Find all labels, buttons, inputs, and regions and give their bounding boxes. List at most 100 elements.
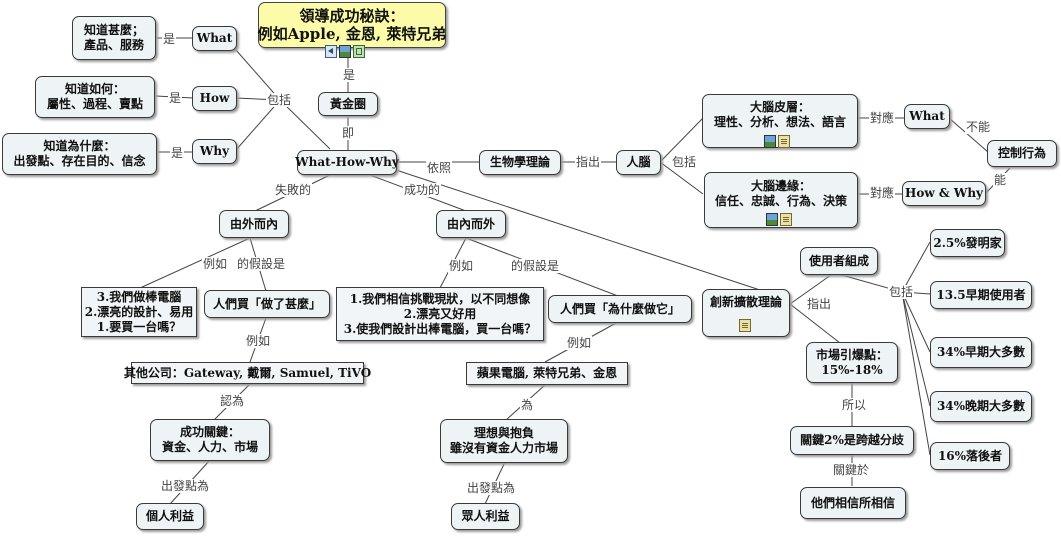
root-topic[interactable]: 領導成功秘訣： 例如Apple, 金恩, 萊特兄弟 — [258, 2, 446, 48]
biology-theory-label: 生物學理論 — [489, 155, 550, 169]
chasm-label: 關鍵2%是跨越分歧 — [800, 433, 904, 447]
biology-theory-node[interactable]: 生物學理論 — [479, 150, 561, 175]
what-right-node[interactable]: What — [904, 104, 950, 129]
tipping-point-line-2: 15%-18% — [821, 362, 883, 377]
what-left-label: What — [196, 31, 233, 45]
personal-interest-node[interactable]: 個人利益 — [136, 503, 204, 530]
why-left-node[interactable]: Why — [192, 139, 237, 164]
cortex-node[interactable]: 大腦皮層： 理性、分析、想法、語言 — [702, 94, 858, 148]
label-origin-personal: 出發點為 — [160, 479, 211, 493]
other-companies-node[interactable]: 其他公司：Gateway, 戴爾, Samuel, TiVO — [124, 362, 371, 384]
label-is: 是 — [342, 68, 357, 82]
success-example-line-3: 3.使我們設計出棒電腦，買一台嗎？ — [343, 321, 537, 336]
how-left-label: How — [199, 91, 230, 105]
label-points-out-diff: 指出 — [806, 297, 833, 311]
public-interest-node[interactable]: 眾人利益 — [451, 503, 520, 530]
key-success-node[interactable]: 成功關鍵： 資金、人力、市場 — [150, 419, 270, 461]
label-key-to: 關鍵於 — [832, 463, 871, 477]
know-what-line-1: 知道甚麼； — [83, 23, 144, 37]
early-majority-label: 34%早期大多數 — [936, 345, 1026, 359]
success-example-node[interactable]: 1.我們相信挑戰現狀，以不同想像 2.漂亮又好用 3.使我們設計出棒電腦，買一台… — [336, 287, 544, 341]
label-eg-succ: 例如 — [448, 259, 475, 273]
label-is-why: 是 — [170, 146, 185, 160]
outside-in-node[interactable]: 由外而內 — [219, 210, 289, 238]
diffusion-theory-node[interactable]: 創新擴散理論 — [702, 289, 790, 337]
golden-circle-node[interactable]: 黃金圈 — [318, 92, 378, 116]
key-success-line-2: 資金、人力、市場 — [161, 440, 258, 454]
personal-interest-label: 個人利益 — [145, 509, 194, 523]
believe-node[interactable]: 他們相信所相信 — [800, 487, 906, 519]
what-how-why-node[interactable]: What-How-Why — [295, 150, 399, 175]
sound-icon[interactable] — [325, 45, 337, 58]
users-composition-node[interactable]: 使用者組成 — [800, 247, 878, 275]
cortex-icons — [764, 135, 790, 148]
control-behavior-label: 控制行為 — [997, 146, 1046, 160]
ideal-line-2: 雖沒有資金人力市場 — [449, 441, 558, 455]
know-why-node[interactable]: 知道為什麼： 出發點、存在目的、信念 — [2, 133, 157, 175]
early-majority-node[interactable]: 34%早期大多數 — [930, 337, 1032, 368]
brain-node[interactable]: 人腦 — [616, 150, 661, 175]
fail-example-node[interactable]: 3.我們做棒電腦 2.漂亮的設計、易用 1.要買一台嗎？ — [81, 287, 197, 337]
innovators-node[interactable]: 2.5%發明家 — [930, 229, 1005, 257]
buy-why-node[interactable]: 人們買「為什麼做它」 — [548, 295, 692, 323]
diffusion-icons — [739, 319, 751, 332]
late-majority-node[interactable]: 34%晚期大多數 — [930, 391, 1032, 422]
why-left-label: Why — [199, 144, 230, 158]
root-line-1: 領導成功秘訣： — [299, 7, 405, 25]
know-what-line-2: 產品、服務 — [83, 38, 144, 52]
label-think: 認為 — [219, 394, 246, 408]
limbic-icons — [766, 213, 792, 226]
how-why-right-node[interactable]: How & Why — [902, 181, 986, 206]
tipping-point-node[interactable]: 市場引爆點： 15%-18% — [806, 342, 898, 383]
fail-example-line-2: 2.漂亮的設計、易用 — [84, 304, 194, 319]
apple-companies-node[interactable]: 蘋果電腦, 萊特兄弟、金恩 — [466, 362, 628, 385]
note-icon[interactable] — [780, 213, 792, 226]
how-why-right-label: How & Why — [904, 186, 984, 200]
laggards-node[interactable]: 16%落後者 — [930, 442, 1010, 470]
tipping-point-line-1: 市場引爆點： — [815, 347, 888, 362]
know-how-line-1: 知道如何： — [64, 82, 125, 96]
limbic-line-1: 大腦邊緣： — [750, 179, 811, 193]
outside-in-label: 由外而內 — [229, 216, 278, 231]
ideal-node[interactable]: 理想與抱負 雖沒有資金人力市場 — [440, 419, 568, 463]
label-for: 為 — [520, 398, 535, 412]
label-points-out-bio: 指出 — [575, 155, 602, 169]
label-is-what: 是 — [162, 32, 177, 46]
brain-label: 人腦 — [626, 155, 651, 169]
fail-example-line-1: 3.我們做棒電腦 — [96, 289, 182, 304]
fail-example-line-3: 1.要買一台嗎？ — [96, 319, 182, 334]
know-why-line-2: 出發點、存在目的、信念 — [13, 154, 146, 168]
film-icon[interactable] — [353, 45, 365, 58]
how-left-node[interactable]: How — [192, 86, 237, 111]
inside-out-node[interactable]: 由內而外 — [436, 210, 506, 238]
success-example-line-2: 2.漂亮又好用 — [403, 306, 477, 321]
image-icon[interactable] — [339, 45, 351, 58]
know-why-line-1: 知道為什麼： — [43, 139, 116, 153]
other-companies-label: 其他公司：Gateway, 戴爾, Samuel, TiVO — [123, 365, 372, 380]
label-corr-what: 對應 — [869, 111, 896, 125]
chasm-node[interactable]: 關鍵2%是跨越分歧 — [790, 426, 914, 455]
cortex-line-1: 大腦皮層： — [749, 100, 810, 114]
label-is-how: 是 — [168, 91, 183, 105]
believe-label: 他們相信所相信 — [810, 495, 895, 510]
cortex-line-2: 理性、分析、想法、語言 — [713, 115, 846, 129]
know-how-line-2: 屬性、過程、賣點 — [46, 97, 143, 111]
image-icon[interactable] — [764, 135, 776, 148]
early-adopters-node[interactable]: 13.5早期使用者 — [930, 281, 1032, 309]
what-left-node[interactable]: What — [192, 26, 237, 51]
what-how-why-label: What-How-Why — [295, 155, 399, 169]
buy-what-node[interactable]: 人們買「做了甚麼」 — [204, 290, 330, 318]
label-assume-succ: 的假設是 — [510, 259, 561, 273]
label-can: 能 — [993, 173, 1008, 187]
users-composition-label: 使用者組成 — [808, 253, 869, 268]
label-cannot: 不能 — [965, 120, 992, 134]
late-majority-label: 34%晚期大多數 — [936, 399, 1026, 413]
buy-what-label: 人們買「做了甚麼」 — [212, 296, 321, 311]
note-icon[interactable] — [778, 135, 790, 148]
image-icon[interactable] — [766, 213, 778, 226]
know-how-node[interactable]: 知道如何： 屬性、過程、賣點 — [35, 76, 155, 118]
know-what-node[interactable]: 知道甚麼； 產品、服務 — [72, 16, 156, 60]
label-based-on: 依照 — [426, 161, 453, 175]
note-icon[interactable] — [739, 319, 751, 332]
control-behavior-node[interactable]: 控制行為 — [987, 140, 1057, 167]
